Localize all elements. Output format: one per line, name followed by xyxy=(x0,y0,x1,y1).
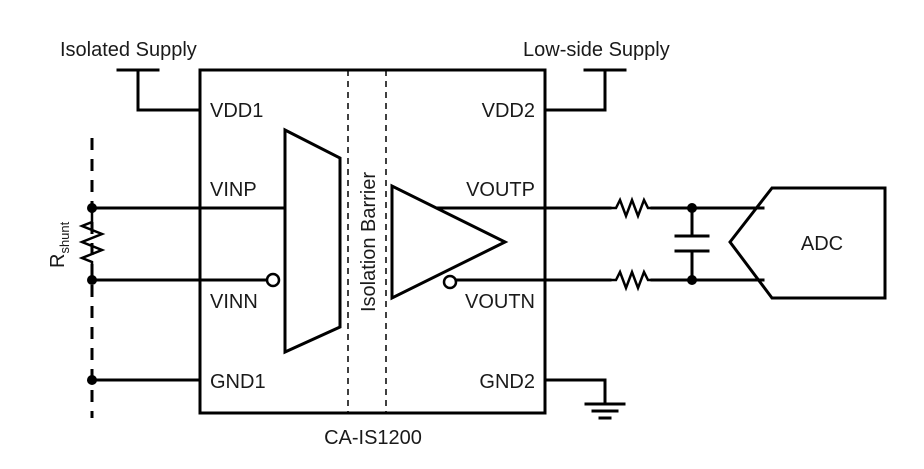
adc-label: ADC xyxy=(801,233,843,255)
pin-gnd1-label: GND1 xyxy=(210,371,266,393)
pin-vdd1-label: VDD1 xyxy=(210,100,263,122)
pin-vdd2-label: VDD2 xyxy=(482,100,535,122)
chip-name-label: CA-IS1200 xyxy=(324,427,422,449)
cap-node-dot-bottom xyxy=(687,275,697,285)
isolated-supply-symbol xyxy=(116,68,202,112)
pin-voutp-label: VOUTP xyxy=(466,179,535,201)
adc-block xyxy=(728,186,887,300)
pin-voutn-label: VOUTN xyxy=(465,291,535,313)
shunt-resistor xyxy=(78,208,106,280)
rshunt-label: Rshunt xyxy=(47,221,72,268)
cap-node-dot-top xyxy=(687,203,697,213)
modulator-block xyxy=(283,127,342,355)
low-side-supply-symbol xyxy=(543,68,627,112)
vinn-inverting-bubble xyxy=(265,272,281,288)
pin-vinp-label: VINP xyxy=(210,179,257,201)
ground-symbol xyxy=(543,378,626,420)
filter-resistor-bottom xyxy=(610,268,652,292)
pin-gnd2-label: GND2 xyxy=(479,371,535,393)
isolated-supply-label: Isolated Supply xyxy=(60,39,197,61)
low-side-supply-label: Low-side Supply xyxy=(523,39,670,61)
filter-resistor-top xyxy=(610,196,652,220)
driver-inverting-bubble xyxy=(442,274,458,290)
chip-body xyxy=(198,68,547,415)
isolation-barrier-label: Isolation Barrier xyxy=(358,172,380,312)
pin-vinn-label: VINN xyxy=(210,291,258,313)
output-driver-triangle xyxy=(390,183,509,301)
filter-capacitor xyxy=(674,206,710,282)
